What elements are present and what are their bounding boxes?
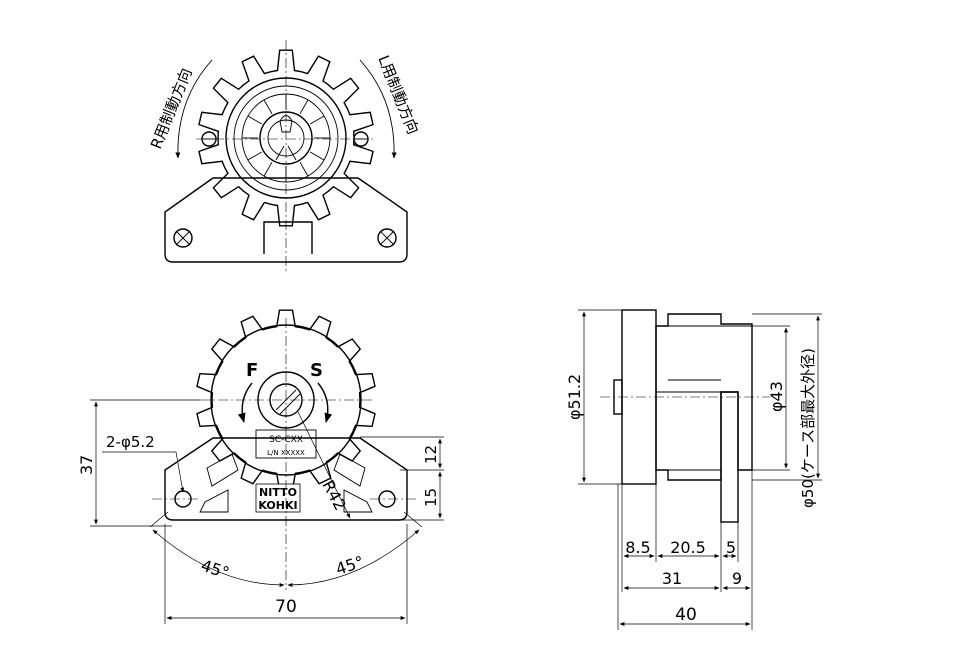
dim-9: 9 <box>732 569 742 588</box>
plate-window-right-lower <box>343 489 373 513</box>
dim-50: φ50(ケース部最大外径) <box>799 348 817 508</box>
angle-ext-left <box>149 511 169 528</box>
dim-angle-right: 45° <box>333 552 366 579</box>
top-view: R用制動方向 L用制動方向 <box>147 40 422 272</box>
label-f: F <box>246 360 258 381</box>
side-mounting-plate <box>720 391 739 523</box>
rotor-rib <box>309 151 325 161</box>
rotor-rib <box>299 99 309 115</box>
f-direction-arrow <box>237 382 253 423</box>
dim-15: 15 <box>422 488 440 507</box>
top-sprocket-gear <box>198 49 374 227</box>
top-rotor-ribs <box>242 94 330 182</box>
label-s: S <box>310 360 323 381</box>
front-view: F S SC-CXX L/N XXXXX NITTO KOHKI 2-φ5.2 <box>77 309 444 624</box>
dim-51-2: φ51.2 <box>565 374 584 420</box>
top-shaft-key <box>279 115 293 133</box>
rotor-rib <box>299 161 309 177</box>
logo-box <box>255 483 301 513</box>
dim-70: 70 <box>275 597 297 617</box>
plate-window-right-upper <box>333 453 366 487</box>
rotor-rib <box>309 115 325 125</box>
dim-5: 5 <box>726 538 736 557</box>
side-view: φ51.2 φ43 φ50(ケース部最大外径) 8.5 20.5 5 31 9 … <box>565 309 822 630</box>
hole-note-leader <box>175 451 185 493</box>
r-rotation-label: R用制動方向 <box>147 66 196 152</box>
logo-kohki: KOHKI <box>258 499 297 512</box>
top-hole-left <box>173 228 193 248</box>
l-rotation-label: L用制動方向 <box>374 53 422 137</box>
angle-arc-right <box>287 529 420 587</box>
dim-40: 40 <box>675 605 697 625</box>
top-slot <box>263 221 313 254</box>
dim-12: 12 <box>422 445 440 464</box>
front-shaft-slot-b <box>279 393 301 415</box>
top-mounting-plate <box>164 177 408 263</box>
rotor-rib <box>247 115 263 125</box>
s-direction-arrow <box>317 382 333 423</box>
rotor-rib <box>263 161 273 177</box>
hole-note: 2-φ5.2 <box>106 433 155 451</box>
angle-ext-right <box>403 511 423 528</box>
dim-20-5: 20.5 <box>670 538 706 557</box>
angle-arc-left <box>152 529 285 587</box>
dim-43: φ43 <box>767 381 786 412</box>
dim-31: 31 <box>662 569 682 588</box>
dim-37: 37 <box>77 455 96 475</box>
l-rotation-arrow <box>359 59 397 159</box>
top-hole-right <box>377 228 397 248</box>
front-sprocket-gear <box>196 309 376 491</box>
r-rotation-arrow <box>175 59 213 159</box>
r42-leader <box>297 411 351 519</box>
logo-nitto: NITTO <box>259 486 297 499</box>
rotor-rib <box>263 99 273 115</box>
rotor-rib <box>247 151 263 161</box>
dim-8-5: 8.5 <box>625 538 650 557</box>
dim-angle-left: 45° <box>199 556 232 583</box>
top-spring-left <box>275 145 285 161</box>
plate-window-left-lower <box>199 489 229 513</box>
top-spring-right <box>287 145 297 161</box>
plate-window-left-upper <box>206 453 239 487</box>
